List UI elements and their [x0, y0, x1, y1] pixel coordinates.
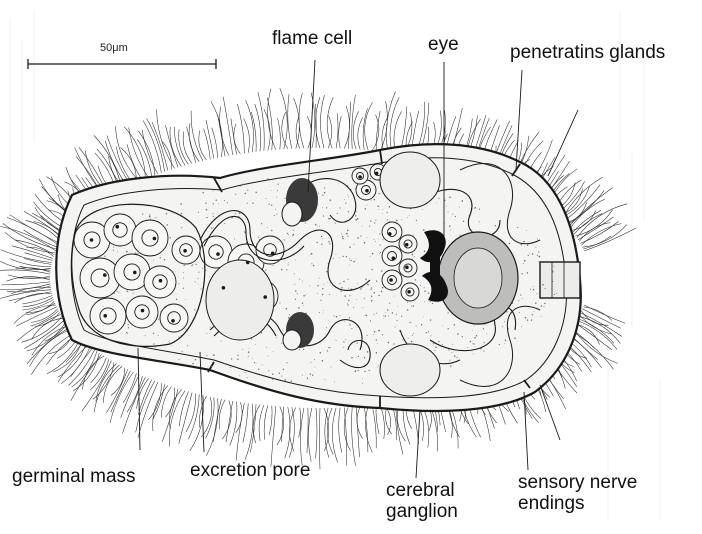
scale-bar-label: 50μm — [100, 42, 128, 54]
label-cerebral-ganglion: cerebral ganglion — [386, 480, 458, 523]
label-eye: eye — [428, 34, 459, 55]
label-sensory-nerve-endings: sensory nerve endings — [518, 472, 637, 515]
label-flame-cell: flame cell — [272, 28, 352, 49]
label-germinal-mass: germinal mass — [12, 466, 136, 487]
scale-bar — [28, 59, 216, 69]
label-excretion-pore: excretion pore — [190, 460, 310, 481]
cerebral-ganglion-icon — [438, 232, 518, 324]
label-penetration-glands: penetratins glands — [510, 42, 665, 63]
